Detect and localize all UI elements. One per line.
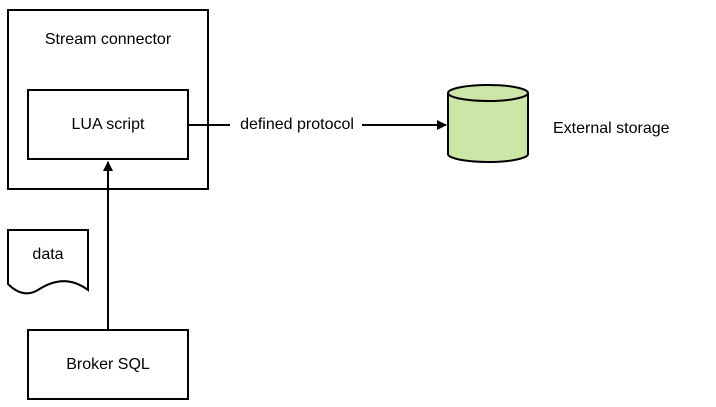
data-note-label: data xyxy=(32,246,63,263)
document-shape-outline xyxy=(7,229,89,295)
stream-connector-label: Stream connector xyxy=(45,31,172,48)
cylinder-body xyxy=(447,93,529,163)
external-storage-cylinder xyxy=(447,84,529,163)
cylinder-top xyxy=(447,84,529,102)
external-storage-label: External storage xyxy=(553,120,670,137)
data-document-shape: data xyxy=(7,229,89,295)
lua-script-box: LUA script xyxy=(27,89,189,160)
broker-sql-box: Broker SQL xyxy=(27,329,189,400)
defined-protocol-edge: defined protocol xyxy=(188,116,447,133)
broker-sql-label: Broker SQL xyxy=(66,356,150,373)
lua-script-label: LUA script xyxy=(72,116,145,133)
defined-protocol-label: defined protocol xyxy=(240,116,354,133)
